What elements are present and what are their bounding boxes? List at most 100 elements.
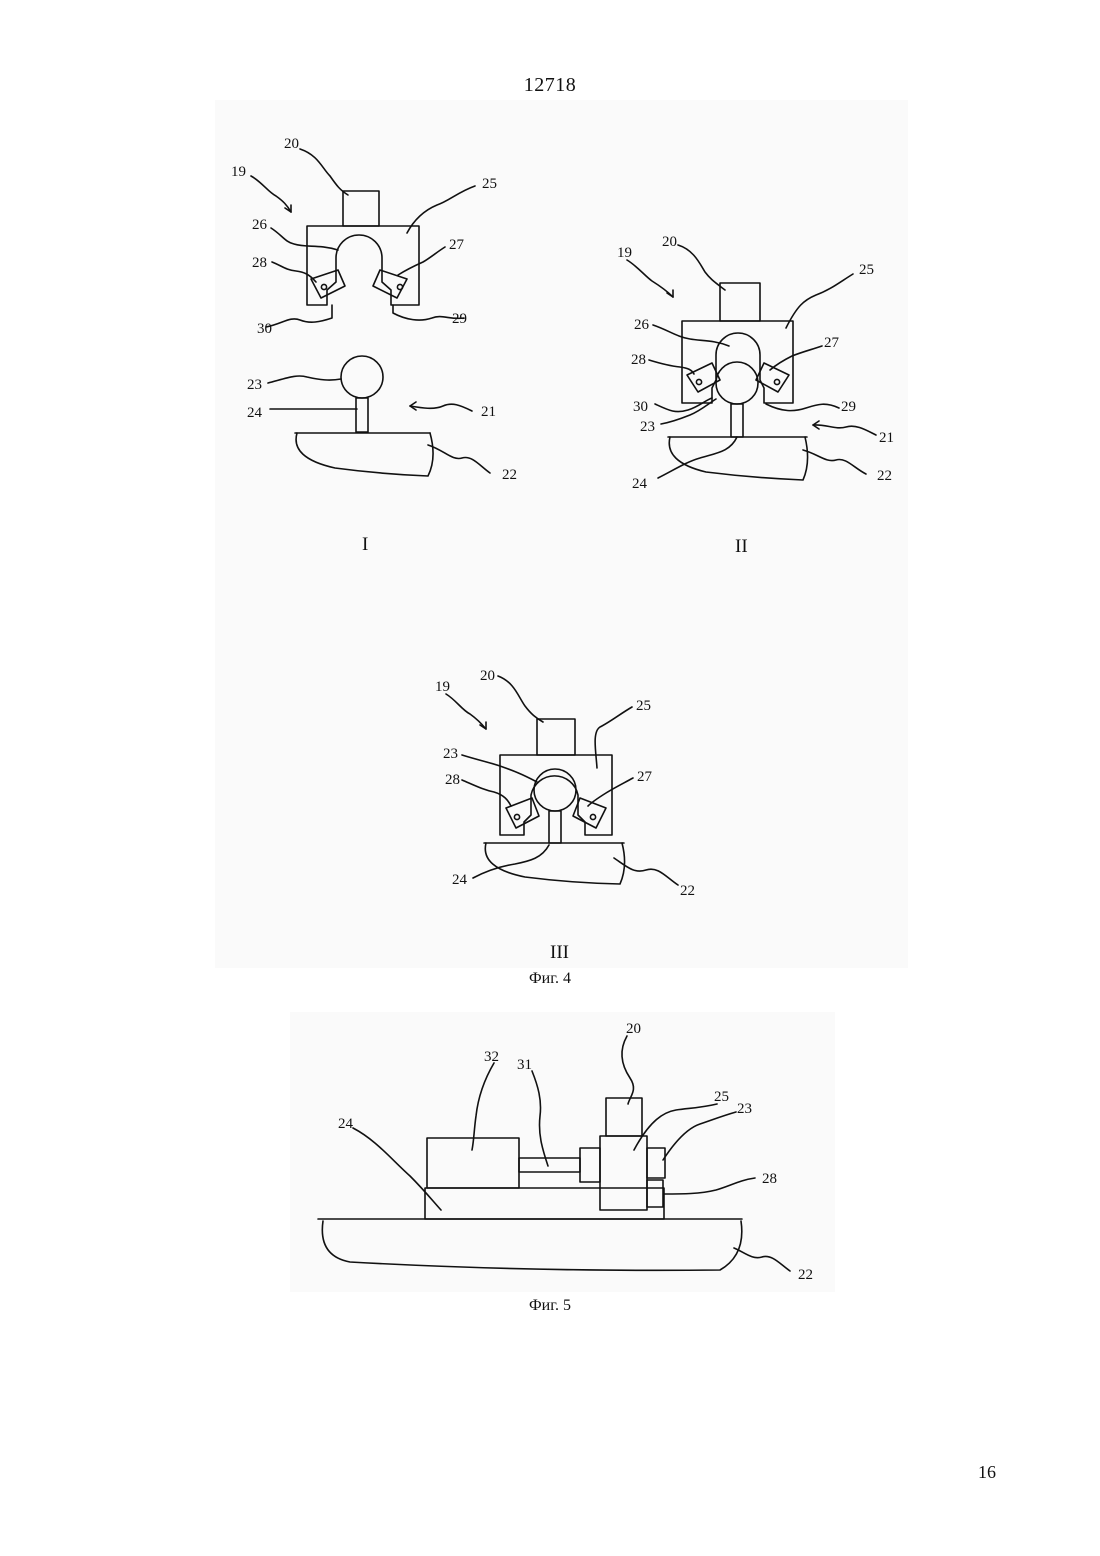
base-22-outline — [322, 1221, 741, 1270]
label-23: 23 — [247, 377, 262, 393]
arrow-19 — [251, 176, 291, 212]
label-23: 23 — [640, 419, 655, 435]
label-28: 28 — [445, 772, 460, 788]
pawl-27 — [373, 270, 407, 298]
label-30: 30 — [257, 321, 272, 337]
rod-20 — [606, 1098, 642, 1136]
base-22-outline — [669, 437, 807, 480]
leader-30 — [266, 305, 332, 327]
leader-22 — [734, 1248, 790, 1271]
stem-24 — [731, 404, 743, 437]
rod-20 — [537, 719, 575, 755]
arrow-19 — [446, 694, 486, 729]
leader-25 — [786, 274, 853, 328]
label-23: 23 — [443, 746, 458, 762]
label-28: 28 — [631, 352, 646, 368]
label-24: 24 — [338, 1116, 354, 1132]
figure-5-caption: Фиг. 5 — [0, 1297, 1100, 1315]
view-1-labels: 20 19 25 26 27 28 29 30 23 24 21 22 I — [231, 136, 517, 555]
ball-23 — [647, 1148, 665, 1178]
view-3-labels: 20 19 25 23 27 28 24 22 III — [435, 668, 695, 963]
leader-28 — [272, 262, 316, 282]
view-2-drawing — [627, 245, 876, 480]
label-26: 26 — [634, 317, 650, 333]
pivot-29 — [397, 284, 402, 289]
collar — [580, 1148, 600, 1182]
pivot-27 — [590, 814, 595, 819]
leader-29 — [766, 404, 839, 411]
leader-26 — [271, 228, 338, 250]
pawl-28 — [647, 1180, 663, 1207]
figure-4-caption: Фиг. 4 — [0, 970, 1100, 988]
gripper-housing-25 — [600, 1136, 647, 1210]
leader-23 — [268, 376, 341, 383]
leader-20 — [300, 149, 348, 195]
label-24: 24 — [632, 476, 648, 492]
label-24: 24 — [247, 405, 263, 421]
leader-32 — [472, 1063, 494, 1150]
label-24: 24 — [452, 872, 468, 888]
leader-22 — [803, 450, 866, 474]
leader-31 — [532, 1071, 548, 1166]
figure-5-drawing — [318, 1036, 790, 1271]
pawl-28 — [311, 270, 345, 298]
base-22-outline — [485, 843, 624, 884]
label-22: 22 — [680, 883, 695, 899]
label-19: 19 — [231, 164, 246, 180]
leader-20 — [622, 1036, 634, 1104]
view-label-I: I — [362, 534, 368, 555]
label-30: 30 — [633, 399, 648, 415]
arrow-19 — [627, 260, 673, 297]
pivot-30 — [696, 379, 701, 384]
leader-30 — [655, 398, 712, 412]
beam-24 — [425, 1188, 664, 1219]
label-27: 27 — [824, 335, 840, 351]
label-25: 25 — [482, 176, 497, 192]
label-20: 20 — [626, 1021, 641, 1037]
rod-20 — [343, 191, 379, 226]
rod-20 — [720, 283, 760, 321]
gripper-housing-25 — [307, 226, 419, 305]
pivot-29 — [774, 379, 779, 384]
label-27: 27 — [449, 237, 465, 253]
label-22: 22 — [877, 468, 892, 484]
leader-27 — [770, 346, 822, 370]
leader-27 — [398, 247, 445, 275]
label-25: 25 — [859, 262, 874, 278]
label-28: 28 — [252, 255, 267, 271]
label-28: 28 — [762, 1171, 777, 1187]
view-label-III: III — [550, 942, 569, 963]
label-22: 22 — [798, 1267, 813, 1283]
leader-20 — [498, 676, 543, 722]
label-31: 31 — [517, 1057, 532, 1073]
base-22-outline — [296, 433, 433, 476]
label-21: 21 — [481, 404, 496, 420]
label-20: 20 — [480, 668, 495, 684]
label-25: 25 — [714, 1089, 729, 1105]
leader-23 — [663, 1112, 736, 1160]
page-number: 16 — [978, 1462, 996, 1483]
leader-28 — [664, 1178, 755, 1194]
gripper-housing-25 — [500, 755, 612, 835]
label-26: 26 — [252, 217, 268, 233]
label-25: 25 — [636, 698, 651, 714]
arrow-21 — [813, 425, 876, 435]
pawl-28 — [506, 798, 539, 828]
leader-28 — [649, 360, 694, 374]
label-29: 29 — [452, 311, 467, 327]
leader-20 — [678, 245, 725, 290]
leader-25 — [595, 707, 632, 768]
figure-5-labels: 20 32 31 25 23 24 28 22 — [338, 1021, 813, 1283]
label-27: 27 — [637, 769, 653, 785]
label-22: 22 — [502, 467, 517, 483]
stem-24 — [356, 398, 368, 432]
label-19: 19 — [435, 679, 450, 695]
label-29: 29 — [841, 399, 856, 415]
label-32: 32 — [484, 1049, 499, 1065]
ball-23 — [341, 356, 383, 398]
ball-23 — [716, 362, 758, 404]
leader-28 — [462, 780, 511, 806]
rod-31 — [519, 1158, 580, 1172]
label-21: 21 — [879, 430, 894, 446]
